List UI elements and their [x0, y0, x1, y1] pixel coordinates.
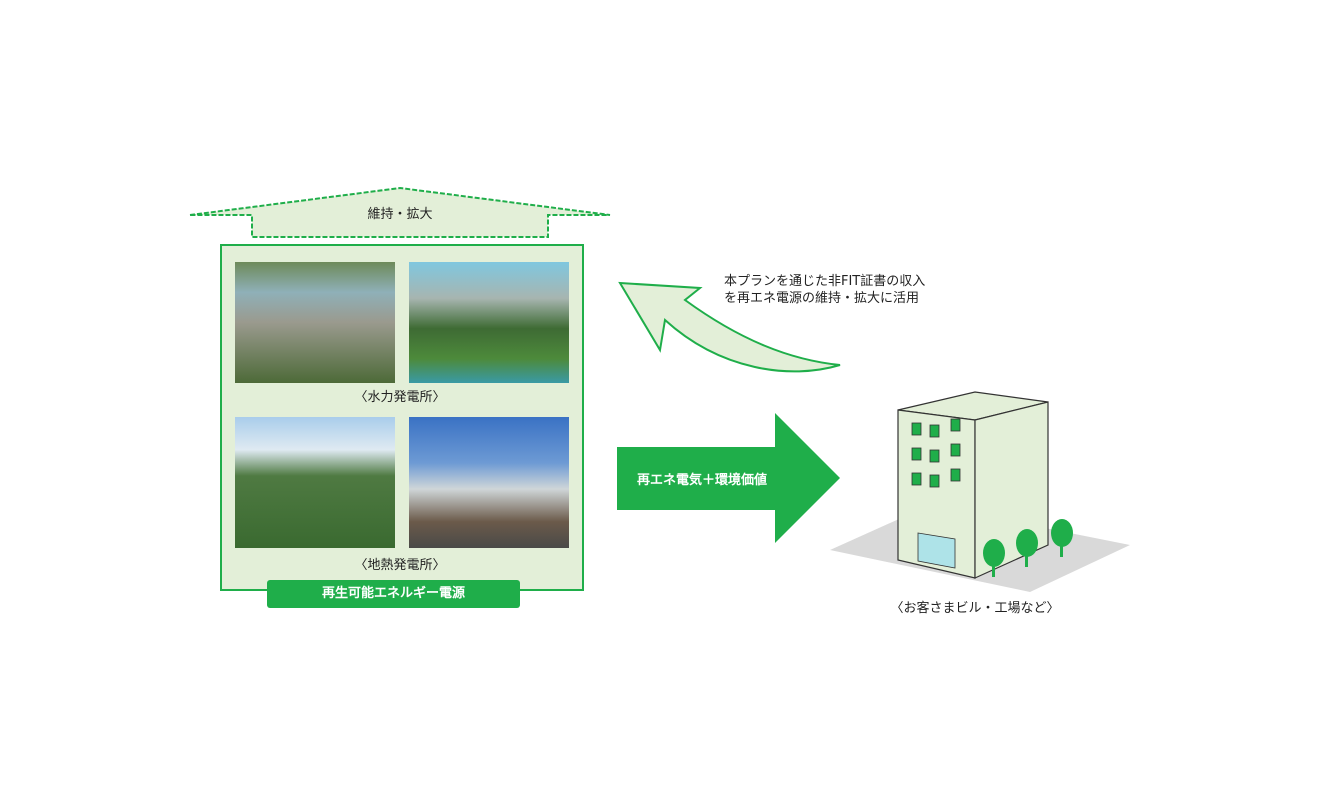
hydro-caption: 〈水力発電所〉 — [354, 390, 446, 405]
return-arrow — [618, 281, 841, 373]
hydro-photo-1 — [235, 262, 395, 383]
return-text-line-1: 本プランを通じた非FIT証書の収入 — [724, 274, 926, 289]
geothermal-photo-1 — [235, 417, 395, 548]
geothermal-caption: 〈地熱発電所〉 — [354, 558, 446, 573]
roof-label: 維持・拡大 — [367, 207, 433, 222]
flow-label: 再エネ電気＋環境価値 — [636, 473, 767, 488]
roof-shape — [189, 186, 611, 238]
return-text: 本プランを通じた非FIT証書の収入 を再エネ電源の維持・拡大に活用 — [724, 273, 925, 307]
trees-icon — [983, 519, 1073, 577]
customer-caption: 〈お客さまビル・工場など〉 — [890, 601, 1060, 616]
return-text-line-2: を再エネ電源の維持・拡大に活用 — [724, 291, 920, 306]
source-label: 再生可能エネルギー電源 — [267, 580, 520, 608]
flow-arrow — [617, 413, 840, 543]
hydro-photo-2 — [409, 262, 569, 383]
geothermal-photo-2 — [409, 417, 569, 548]
